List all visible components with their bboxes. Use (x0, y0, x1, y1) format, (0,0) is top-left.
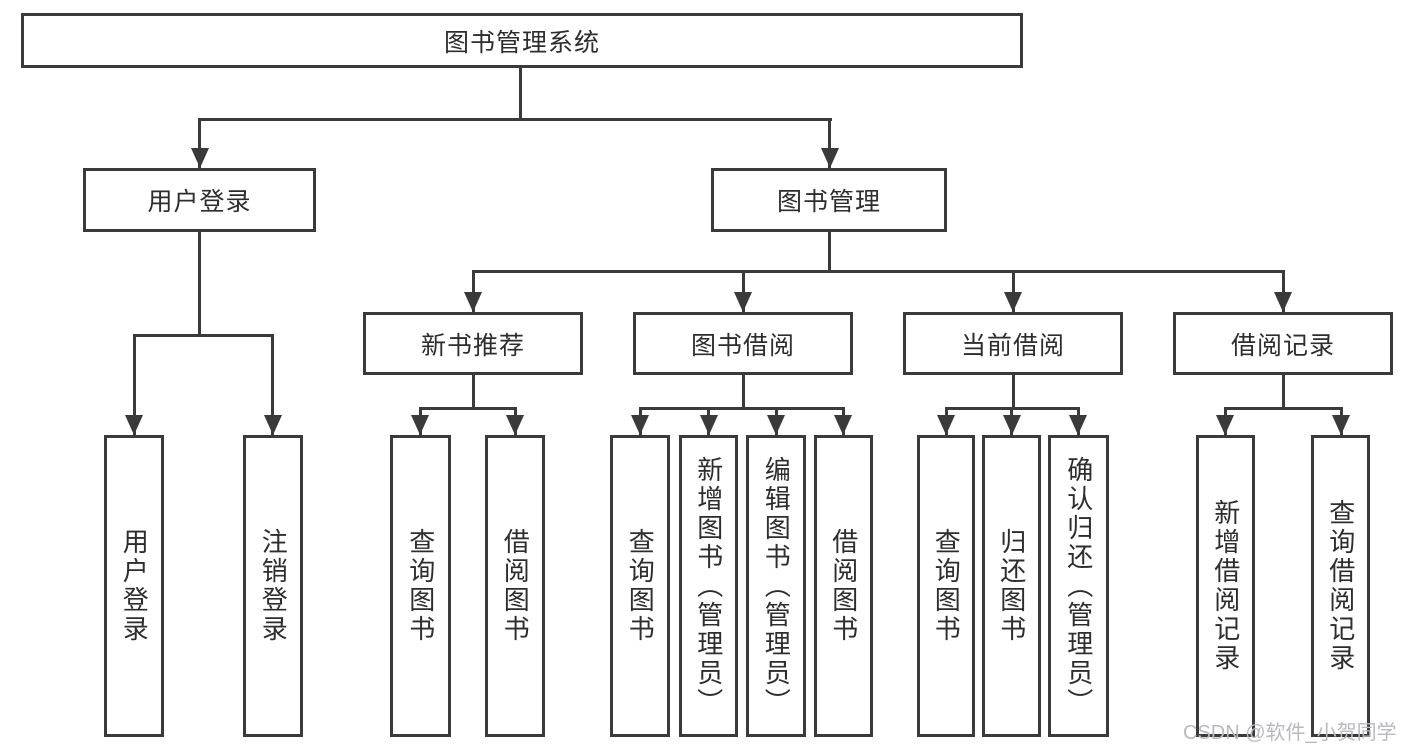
node-current-borrow: 当前借阅 (903, 312, 1123, 375)
arrowhead-leaf-edit-books (767, 415, 785, 435)
node-book-management: 图书管理 (711, 168, 947, 232)
connector-new-rec-branch (418, 407, 517, 410)
arrowhead-leaf-return (1002, 415, 1021, 435)
node-user-login-label: 用户登录 (147, 188, 252, 216)
csdn-watermark: CSDN @软件_小贺同学 (1183, 722, 1397, 744)
leaf-user-login: 用户登录 (104, 435, 164, 737)
leaf-add-borrow-record-label: 新增借阅记录 (1210, 499, 1241, 673)
leaf-query-books-borrow: 查询图书 (610, 435, 670, 737)
arrowhead-borrow-record (1274, 292, 1292, 312)
arrowhead-leaf-add-books (699, 415, 718, 435)
node-borrow-record-label: 借阅记录 (1230, 331, 1335, 360)
arrowhead-leaf-query-record (1332, 415, 1350, 435)
leaf-borrow-books-recommend: 借阅图书 (485, 435, 545, 737)
node-root-label: 图书管理系统 (443, 28, 600, 57)
arrowhead-leaf-borrow1 (506, 415, 524, 435)
leaf-add-borrow-record: 新增借阅记录 (1196, 435, 1255, 737)
connector-drop-leaf-logout (271, 334, 274, 435)
leaf-add-books-admin-label: 新增图书（管理员） (693, 455, 724, 717)
connector-root-branch (198, 118, 832, 121)
arrowhead-leaf-borrow2 (834, 415, 852, 435)
connector-book-mgmt-stem (827, 232, 831, 270)
connector-user-login-stem (198, 232, 201, 334)
leaf-query-books-recommend: 查询图书 (390, 435, 451, 737)
leaf-query-books-current: 查询图书 (917, 435, 975, 737)
node-book-borrow-label: 图书借阅 (690, 331, 795, 360)
leaf-user-login-label: 用户登录 (119, 528, 150, 644)
arrowhead-current-borrow (1004, 292, 1022, 312)
connector-drop-borrow-record (1281, 270, 1285, 312)
leaf-query-books-borrow-label: 查询图书 (625, 528, 656, 644)
connector-root-stem (519, 68, 522, 118)
leaf-query-books-recommend-label: 查询图书 (405, 528, 436, 644)
connector-borrow-record-stem (1281, 375, 1285, 407)
leaf-edit-books-admin-label: 编辑图书（管理员） (761, 455, 792, 717)
connector-drop-book-borrow (741, 270, 745, 312)
leaf-edit-books-admin: 编辑图书（管理员） (746, 435, 806, 737)
arrowhead-leaf-user-login (125, 415, 143, 435)
leaf-logout-label: 注销登录 (258, 528, 289, 644)
arrowhead-leaf-query3 (937, 415, 955, 435)
arrowhead-leaf-confirm-return (1069, 415, 1087, 435)
leaf-query-books-current-label: 查询图书 (931, 528, 962, 644)
leaf-add-books-admin: 新增图书（管理员） (679, 435, 738, 737)
node-book-borrow: 图书借阅 (633, 312, 853, 375)
leaf-return-books: 归还图书 (982, 435, 1041, 737)
connector-user-login-branch (133, 334, 274, 337)
leaf-borrow-books-recommend-label: 借阅图书 (500, 528, 531, 644)
node-current-borrow-label: 当前借阅 (960, 331, 1065, 360)
arrowhead-user-login (190, 148, 209, 168)
leaf-query-borrow-record: 查询借阅记录 (1311, 435, 1370, 737)
leaf-query-borrow-record-label: 查询借阅记录 (1325, 499, 1356, 673)
connector-current-borrow-stem (1011, 375, 1015, 407)
connector-drop-user-login (198, 118, 201, 168)
node-root: 图书管理系统 (21, 13, 1023, 68)
connector-drop-book-mgmt (828, 118, 831, 168)
leaf-return-books-label: 归还图书 (996, 528, 1027, 644)
arrowhead-leaf-query2 (631, 415, 649, 435)
arrowhead-book-mgmt (820, 148, 839, 168)
node-new-book-recommend: 新书推荐 (363, 312, 583, 375)
connector-drop-leaf-user-login (132, 334, 136, 435)
connector-new-rec-stem (471, 375, 475, 407)
connector-book-mgmt-branch (471, 270, 1285, 273)
connector-drop-new-rec (471, 270, 475, 312)
arrowhead-new-rec (464, 292, 482, 312)
leaf-borrow-books-label: 借阅图书 (828, 528, 859, 644)
node-borrow-record: 借阅记录 (1173, 312, 1393, 375)
leaf-borrow-books: 借阅图书 (814, 435, 873, 737)
node-user-login: 用户登录 (83, 168, 316, 232)
arrowhead-leaf-query1 (411, 415, 429, 435)
node-book-management-label: 图书管理 (776, 188, 881, 216)
connector-borrow-record-branch (1223, 407, 1343, 410)
arrowhead-leaf-logout (263, 415, 282, 435)
leaf-confirm-return-admin: 确认归还（管理员） (1048, 435, 1109, 737)
arrowhead-book-borrow (734, 292, 752, 312)
leaf-confirm-return-admin-label: 确认归还（管理员） (1063, 455, 1094, 717)
connector-book-borrow-stem (741, 375, 745, 407)
connector-book-borrow-branch (638, 407, 845, 410)
node-new-book-recommend-label: 新书推荐 (420, 331, 525, 360)
arrowhead-leaf-add-record (1216, 415, 1234, 435)
connector-drop-current-borrow (1011, 270, 1015, 312)
leaf-logout: 注销登录 (243, 435, 303, 737)
